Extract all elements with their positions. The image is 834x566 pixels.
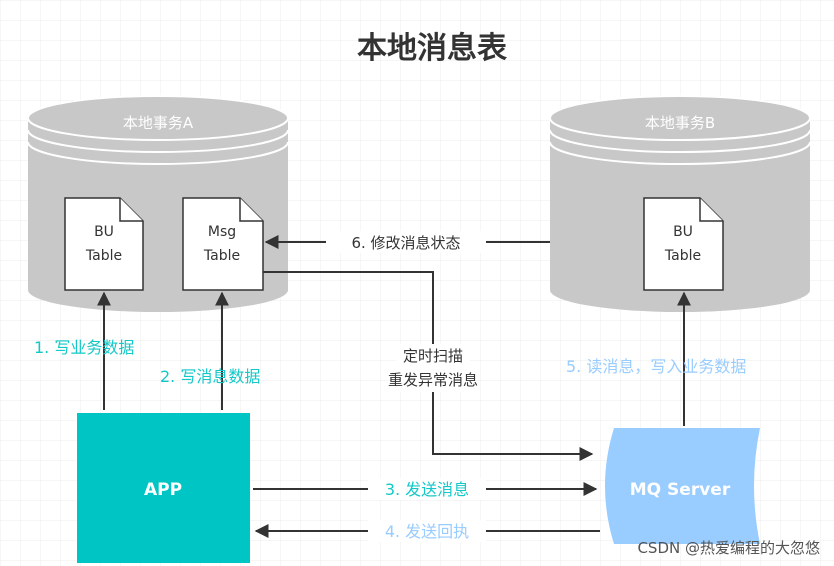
db-b-label: 本地事务B	[645, 114, 715, 132]
rescan-label-line2: 重发异常消息	[388, 371, 478, 389]
watermark: CSDN @热爱编程的大忽悠	[637, 539, 820, 557]
bu-table-a-line1: BU	[94, 224, 114, 240]
diagram-title: 本地消息表	[357, 31, 507, 66]
rescan-label-bg	[396, 344, 470, 392]
msg-table-doc: Msg Table	[182, 197, 264, 291]
msg-table-line1: Msg	[208, 224, 236, 240]
step3-label: 3. 发送消息	[385, 480, 469, 499]
step6-label: 6. 修改消息状态	[351, 234, 460, 252]
app-node: APP	[77, 413, 250, 563]
bu-table-a-line2: Table	[85, 248, 122, 264]
step5-label: 5. 读消息，写入业务数据	[566, 357, 746, 376]
db-a-label: 本地事务A	[123, 114, 194, 132]
step3-label-bg	[368, 478, 486, 500]
step4-label-bg	[368, 520, 486, 542]
mq-server-node: MQ Server	[605, 428, 760, 544]
step1-label: 1. 写业务数据	[34, 338, 134, 357]
msg-table-line2: Table	[203, 248, 240, 264]
bu-table-a-doc: BU Table	[64, 197, 144, 291]
bu-table-b-line2: Table	[664, 248, 701, 264]
rescan-label-line1: 定时扫描	[403, 347, 463, 365]
app-label: APP	[144, 480, 182, 500]
bu-table-b-line1: BU	[673, 224, 693, 240]
step6-label-bg	[326, 231, 486, 253]
bu-table-b-doc: BU Table	[643, 197, 724, 291]
mq-label: MQ Server	[630, 480, 731, 500]
step4-label: 4. 发送回执	[385, 522, 469, 541]
step2-label: 2. 写消息数据	[160, 367, 260, 386]
